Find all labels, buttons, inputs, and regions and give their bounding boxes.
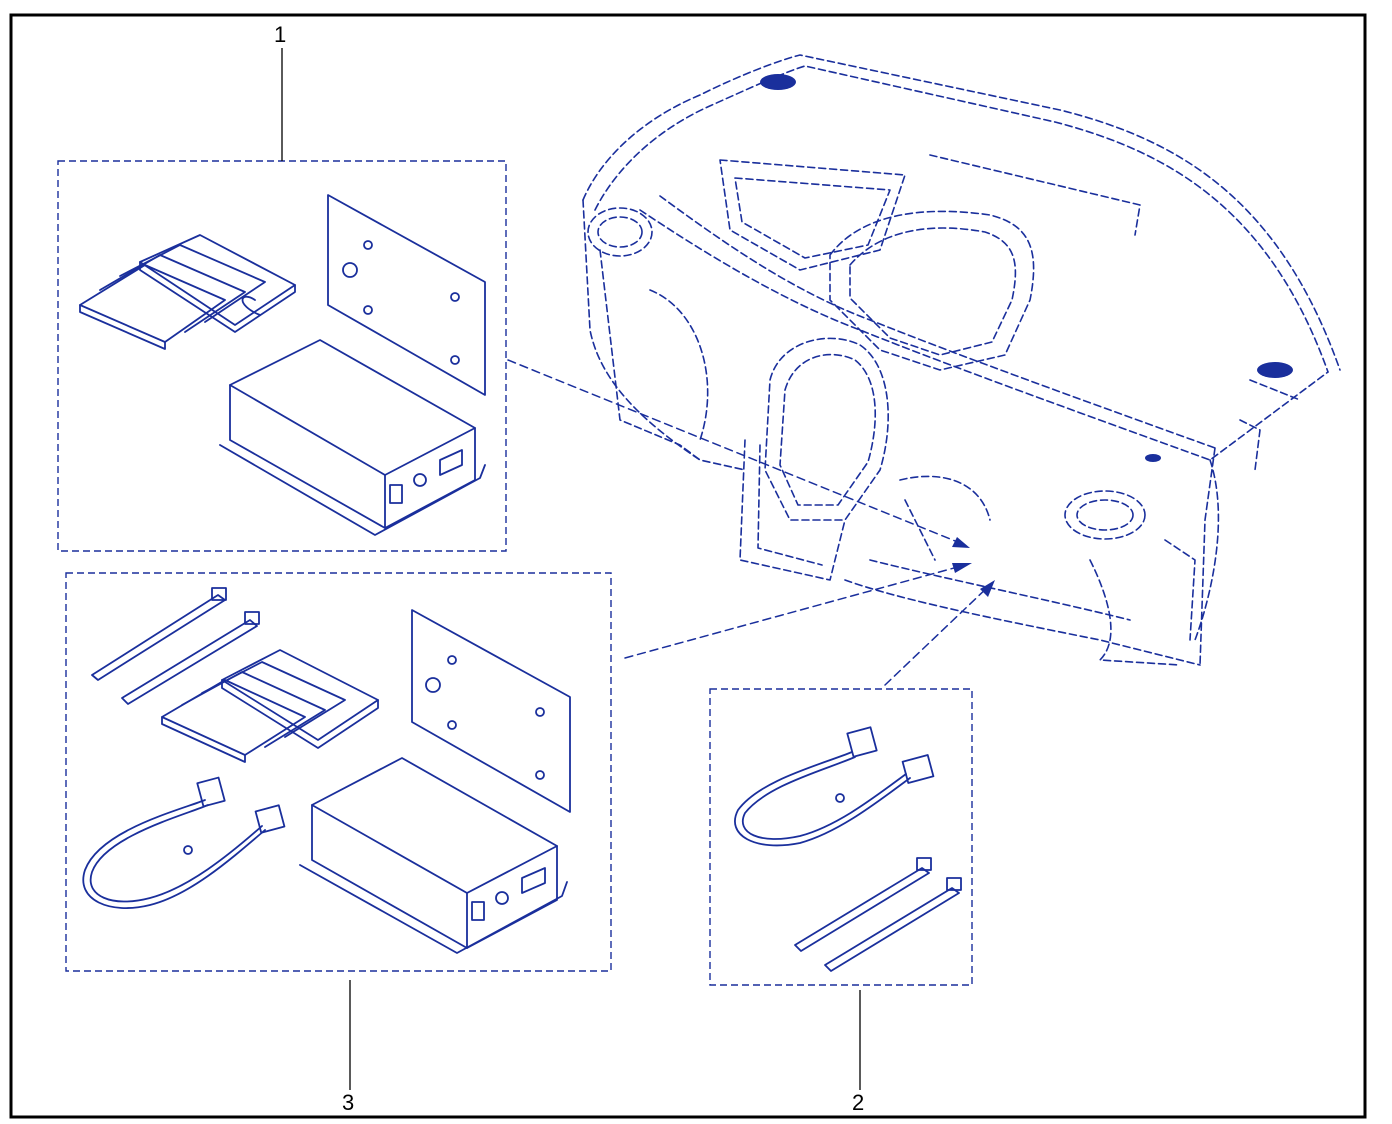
kit-1-parts <box>79 194 486 536</box>
diagram-border <box>9 13 1367 1119</box>
install-arrows <box>507 359 991 686</box>
dashboard-assembly <box>582 54 1341 666</box>
callout-3: 3 <box>342 1090 355 1115</box>
callout-2: 2 <box>852 1090 865 1115</box>
kit-1-box <box>57 160 507 552</box>
callout-1: 1 <box>274 22 287 47</box>
speaker-grilles <box>760 74 1293 462</box>
kit-3-parts <box>82 587 571 954</box>
arrow-heads <box>952 537 995 597</box>
kit-2-parts <box>734 726 962 972</box>
kit-2-box <box>709 688 973 986</box>
kit-3-box <box>65 572 612 972</box>
